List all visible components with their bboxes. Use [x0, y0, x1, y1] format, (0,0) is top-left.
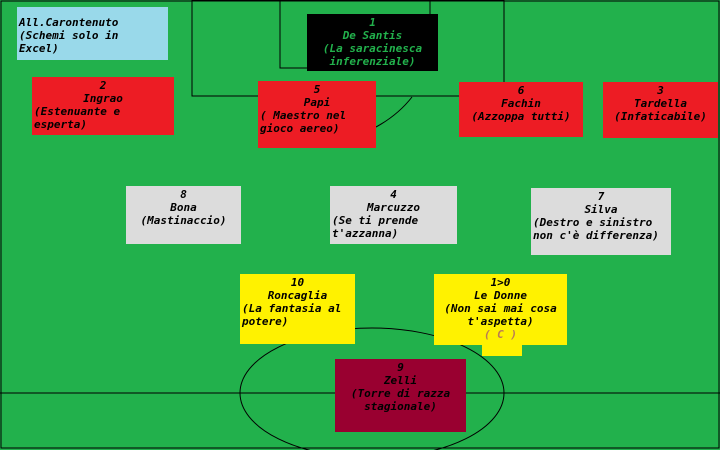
coach-note: (Schemi solo in [19, 29, 119, 42]
player-note: (Azzoppa tutti) [471, 110, 571, 123]
coach-note-2: Excel) [19, 42, 59, 55]
player-name: Zelli [383, 374, 418, 387]
player-card-goalkeeper: 1 De Santis (La saracinesca inferenziale… [307, 14, 438, 71]
player-card-ingrao: 2 Ingrao (Estenuante e esperta) [32, 77, 174, 135]
player-number: 7 [597, 190, 605, 203]
penalty-arc [375, 96, 413, 128]
player-name: Ingrao [83, 92, 123, 105]
player-note: (Estenuante e esperta) [34, 105, 127, 131]
player-number: 2 [99, 79, 107, 92]
player-card-le-donne: 1>0 Le Donne (Non sai mai cosa t'aspetta… [434, 274, 567, 345]
player-card-zelli: 9 Zelli (Torre di razza stagionale) [335, 359, 466, 432]
player-card-fachin: 6 Fachin (Azzoppa tutti) [459, 82, 583, 137]
center-circle [239, 327, 505, 450]
player-name: Tardella [634, 97, 687, 110]
player-name: Silva [584, 203, 618, 216]
coach-box: All.Carontenuto (Schemi solo in Excel) [17, 7, 168, 60]
player-card-papi: 5 Papi ( Maestro nel gioco aereo) [258, 81, 376, 148]
player-note: (La saracinesca inferenziale) [322, 42, 429, 68]
player-name: Marcuzzo [367, 201, 420, 214]
player-note: (Destro e sinistro non c'è differenza) [533, 216, 659, 242]
player-name: Fachin [501, 97, 541, 110]
coach-name: All.Carontenuto [19, 16, 119, 29]
player-number: 9 [397, 361, 404, 374]
player-name: De Santis [342, 29, 403, 42]
player-note: (Mastinaccio) [140, 214, 227, 227]
player-name: Papi [303, 96, 331, 109]
player-card-marcuzzo: 4 Marcuzzo (Se ti prende t'azzanna) [330, 186, 457, 244]
player-number: 8 [180, 188, 187, 201]
player-note: (Torre di razza stagionale) [350, 387, 457, 413]
player-card-tardella: 3 Tardella (Infaticabile) [603, 82, 718, 138]
player-number: 6 [517, 84, 525, 97]
player-number: 3 [657, 84, 664, 97]
captain-badge: ( C ) [483, 328, 518, 341]
player-name: Bona [170, 201, 197, 214]
player-note: (Non sai mai cosa t'aspetta) [444, 302, 564, 328]
player-name: Roncaglia [267, 289, 328, 302]
player-note: (La fantasia al potere) [242, 302, 348, 328]
player-note: (Infaticabile) [614, 110, 707, 123]
player-number: 5 [313, 83, 321, 96]
player-number: 4 [390, 188, 397, 201]
player-number: 10 [290, 276, 305, 289]
player-number: 1 [369, 16, 376, 29]
player-note: ( Maestro nel gioco aereo) [260, 109, 353, 135]
player-card-roncaglia: 10 Roncaglia (La fantasia al potere) [240, 274, 355, 344]
player-number: 1>0 [490, 276, 511, 289]
player-card-bona: 8 Bona (Mastinaccio) [126, 186, 241, 244]
player-name: Le Donne [474, 289, 527, 302]
player-card-silva: 7 Silva (Destro e sinistro non c'è diffe… [531, 188, 671, 255]
player-note: (Se ti prende t'azzanna) [332, 214, 425, 240]
